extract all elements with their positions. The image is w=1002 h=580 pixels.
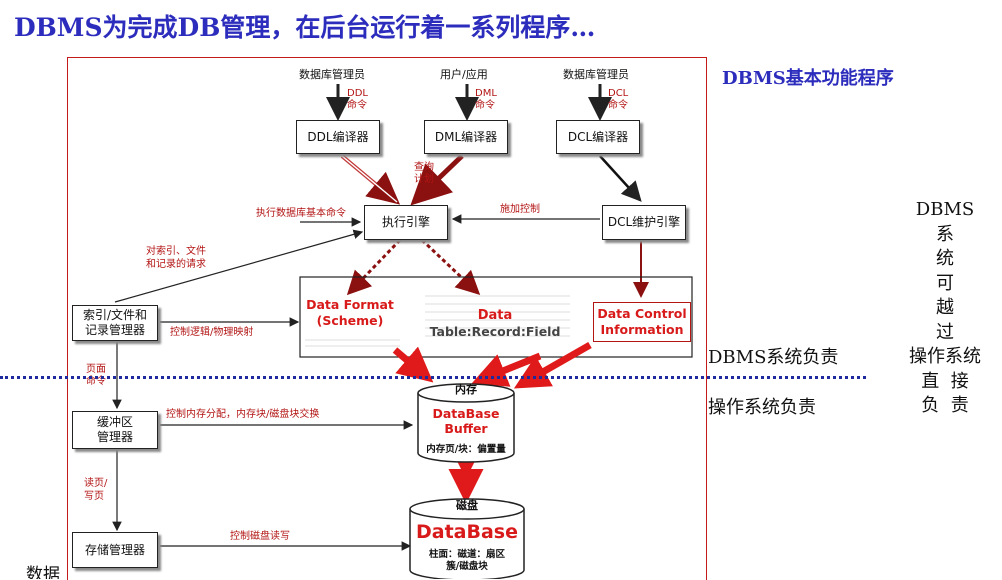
basic-programs-label: DBMS基本功能程序 (722, 68, 894, 89)
page-cmd-line2: 命令 (86, 376, 106, 387)
page-title: DBMS为完成DB管理，在后台运行着一系列程序… (14, 13, 596, 42)
ddl-label: DDL (347, 88, 368, 99)
clipped-bottom-text: 数据 (26, 565, 60, 579)
memory-cylinder (417, 383, 515, 463)
rw-page-line2: 写页 (84, 491, 104, 502)
dcl-maintain-box: DCL维护引擎 (602, 205, 686, 240)
dcl-to-maintain-arrow (599, 155, 642, 202)
dml-compiler-box: DML编译器 (424, 120, 508, 154)
apply-control-label: 施加控制 (500, 204, 540, 215)
disk-sub-line1: 柱面：磁道：扇区 (428, 549, 505, 560)
memory-name: DataBase Buffer (418, 406, 514, 436)
vert-line: 直 接 (921, 370, 969, 392)
index-manager-line1: 索引/文件和 (82, 308, 148, 322)
page-cmd-line1: 页面 (86, 364, 106, 375)
disk-header: 磁盘 (456, 499, 478, 512)
ddl-compiler-box: DDL编译器 (296, 120, 380, 154)
dml-cmd-label: 命令 (475, 100, 495, 111)
vert-line: 系 (936, 223, 954, 245)
exec-engine-box: 执行引擎 (364, 205, 448, 240)
disk-cylinder (409, 498, 525, 579)
mem-alloc-label: 控制内存分配，内存块/磁盘块交换 (166, 409, 320, 420)
index-manager-box: 索引/文件和 记录管理器 (72, 305, 158, 341)
disk-name: DataBase (416, 521, 518, 543)
vert-line: 统 (936, 248, 954, 269)
memory-header: 内存 (455, 383, 477, 396)
request-line1: 对索引、文件 (146, 246, 206, 257)
user-app-label: 用户/应用 (440, 68, 488, 81)
dbms-architecture-diagram (67, 57, 707, 580)
data-format-label: Data Format (Scheme) (302, 297, 398, 329)
disk-sub-line2: 簇/磁盘块 (446, 561, 488, 572)
dcl-cmd-label: 命令 (608, 100, 628, 111)
data-control-line1: Data Control (597, 306, 687, 321)
dcl-label: DCL (608, 88, 629, 99)
query-plan-line1: 查询 (414, 162, 434, 173)
engine-format-arrow (346, 238, 402, 296)
dba-left-label: 数据库管理员 (299, 68, 365, 81)
disk-rw-label: 控制磁盘读写 (230, 531, 290, 542)
memory-name-line2: Buffer (444, 421, 488, 436)
format-buffer-arrow (392, 346, 434, 383)
buffer-manager-box: 缓冲区 管理器 (72, 411, 158, 449)
rw-page-line1: 读页/ (84, 478, 108, 489)
index-manager-line2: 记录管理器 (84, 323, 145, 337)
engine-data-arrow (420, 238, 481, 296)
vert-line: 负 责 (921, 395, 969, 416)
buffer-manager-line1: 缓冲区 (96, 415, 133, 429)
data-format-line2: (Scheme) (316, 313, 384, 328)
responsibility-divider (0, 376, 866, 379)
buffer-manager-line2: 管理器 (96, 430, 133, 444)
data-control-line2: Information (600, 322, 684, 337)
memory-sub: 内存页/块：偏置量 (426, 444, 506, 455)
vert-line: 越 (936, 297, 954, 318)
os-responsible-label: 操作系统负责 (708, 397, 816, 418)
request-line2: 和记录的请求 (146, 259, 206, 270)
dba-right-label: 数据库管理员 (563, 68, 629, 81)
request-arrow (114, 229, 364, 303)
data-control-box: Data Control Information (593, 302, 691, 342)
storage-manager-box: 存储管理器 (72, 532, 158, 568)
query-plan-line2: 计划 (414, 174, 434, 185)
control-buffer-arrow (513, 341, 592, 389)
logic-physical-label: 控制逻辑/物理映射 (170, 327, 254, 338)
disk-sub: 柱面：磁道：扇区 簇/磁盘块 (410, 549, 524, 573)
data-line1: Data (477, 308, 513, 323)
dcl-compiler-box: DCL编译器 (556, 120, 640, 154)
dml-to-engine-arrow (410, 154, 464, 206)
dbms-bypass-note: DBMS 系 统 可 越 过 操作系统 直 接 负 责 (905, 198, 985, 419)
dml-label: DML (475, 88, 497, 99)
ddl-cmd-label: 命令 (347, 100, 367, 111)
data-format-line1: Data Format (306, 297, 394, 312)
dbms-responsible-label: DBMS系统负责 (708, 347, 839, 368)
exec-basic-cmd-label: 执行数据库基本命令 (256, 208, 346, 219)
data-line2: Table:Record:Field (429, 324, 561, 339)
vert-line: DBMS (915, 199, 975, 220)
vert-line: 可 (936, 272, 954, 294)
data-table-sketch (305, 295, 570, 347)
vert-line: 操作系统 (909, 346, 981, 367)
data-label: Data Table:Record:Field (420, 308, 570, 340)
memory-name-line1: DataBase (432, 406, 500, 421)
vert-line: 过 (936, 321, 954, 343)
